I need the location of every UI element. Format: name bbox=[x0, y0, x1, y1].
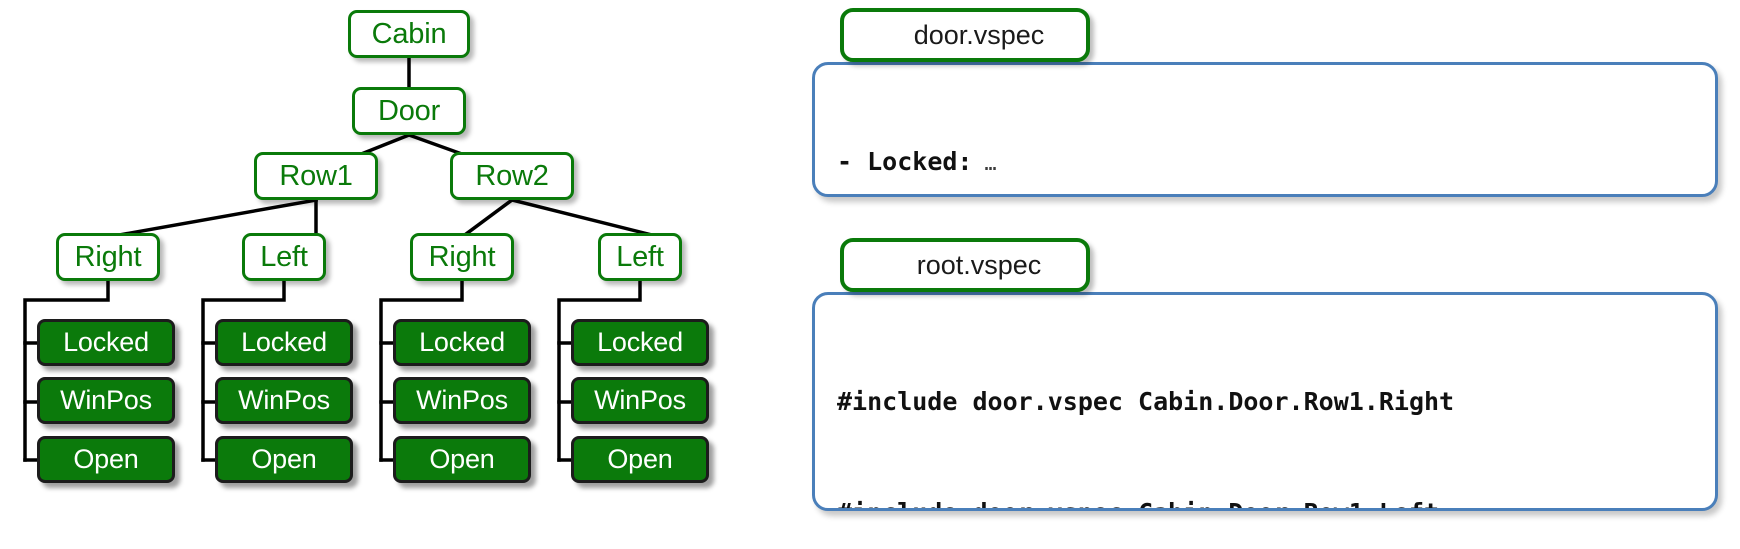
tree-leaf-label: WinPos bbox=[238, 385, 330, 415]
code-line: #include door.vspec Cabin.Door.Row1.Left bbox=[837, 494, 1454, 508]
tree-leaf-label: Locked bbox=[241, 327, 327, 357]
tree-leaf-label: Open bbox=[429, 444, 495, 474]
tree-node-row2-left[interactable]: Left bbox=[598, 233, 682, 281]
code-block-root-vspec: #include door.vspec Cabin.Door.Row1.Righ… bbox=[837, 309, 1454, 508]
file-tab-root-vspec[interactable]: root.vspec bbox=[840, 238, 1090, 292]
tree-node-row1[interactable]: Row1 bbox=[254, 152, 378, 200]
tree-leaf-row2-left-open[interactable]: Open bbox=[571, 436, 709, 483]
tree-node-door[interactable]: Door bbox=[352, 87, 466, 135]
tree-leaf-row1-left-locked[interactable]: Locked bbox=[215, 319, 353, 366]
tree-leaf-row1-right-locked[interactable]: Locked bbox=[37, 319, 175, 366]
tree-leaf-label: Locked bbox=[597, 327, 683, 357]
code-line: #include door.vspec Cabin.Door.Row1.Righ… bbox=[837, 383, 1454, 420]
tree-leaf-label: Open bbox=[73, 444, 139, 474]
tree-leaf-label: Locked bbox=[419, 327, 505, 357]
tree-node-row2-right[interactable]: Right bbox=[410, 233, 514, 281]
code-block-door-vspec: - Locked: … - WinPos: … - Open: … bbox=[837, 79, 997, 194]
tree-leaf-row2-right-locked[interactable]: Locked bbox=[393, 319, 531, 366]
tree-leaf-label: WinPos bbox=[416, 385, 508, 415]
tree-node-row1-left[interactable]: Left bbox=[242, 233, 326, 281]
file-body-door-vspec: - Locked: … - WinPos: … - Open: … bbox=[812, 62, 1718, 197]
tree-leaf-row1-left-winpos[interactable]: WinPos bbox=[215, 377, 353, 424]
tree-leaf-row2-left-winpos[interactable]: WinPos bbox=[571, 377, 709, 424]
tree-leaf-row1-right-open[interactable]: Open bbox=[37, 436, 175, 483]
tree-node-label: Right bbox=[74, 240, 142, 273]
code-line-suffix: … bbox=[972, 151, 997, 175]
code-line-name: #include door.vspec Cabin.Door.Row1.Left bbox=[837, 498, 1439, 508]
code-line-name: Locked: bbox=[867, 147, 973, 176]
tree-node-row1-right[interactable]: Right bbox=[56, 233, 160, 281]
tree-node-cabin[interactable]: Cabin bbox=[348, 10, 470, 58]
tree-leaf-row2-right-open[interactable]: Open bbox=[393, 436, 531, 483]
tree-node-label: Left bbox=[260, 240, 308, 273]
tree-node-label: Row1 bbox=[279, 159, 353, 192]
code-line: - Locked: … bbox=[837, 145, 997, 180]
file-tab-door-vspec[interactable]: door.vspec bbox=[840, 8, 1090, 62]
tree-node-label: Left bbox=[616, 240, 664, 273]
file-body-root-vspec: #include door.vspec Cabin.Door.Row1.Righ… bbox=[812, 292, 1718, 511]
tree-leaf-row1-right-winpos[interactable]: WinPos bbox=[37, 377, 175, 424]
code-line-name: #include door.vspec Cabin.Door.Row1.Righ… bbox=[837, 387, 1455, 416]
tree-node-label: Right bbox=[428, 240, 496, 273]
tree-leaf-row1-left-open[interactable]: Open bbox=[215, 436, 353, 483]
tree-node-label: Cabin bbox=[371, 17, 447, 50]
tree-leaf-label: WinPos bbox=[594, 385, 686, 415]
tree-node-row2[interactable]: Row2 bbox=[450, 152, 574, 200]
tree-leaf-label: Locked bbox=[63, 327, 149, 357]
tree-leaf-row2-left-locked[interactable]: Locked bbox=[571, 319, 709, 366]
tree-node-label: Row2 bbox=[475, 159, 549, 192]
tree-leaf-row2-right-winpos[interactable]: WinPos bbox=[393, 377, 531, 424]
tree-leaf-label: Open bbox=[607, 444, 673, 474]
file-tab-label: door.vspec bbox=[913, 19, 1045, 50]
tree-leaf-label: Open bbox=[251, 444, 317, 474]
file-tab-label: root.vspec bbox=[916, 249, 1042, 280]
tree-node-label: Door bbox=[377, 94, 441, 127]
code-line-prefix: - bbox=[837, 147, 868, 176]
tree-leaf-label: WinPos bbox=[60, 385, 152, 415]
